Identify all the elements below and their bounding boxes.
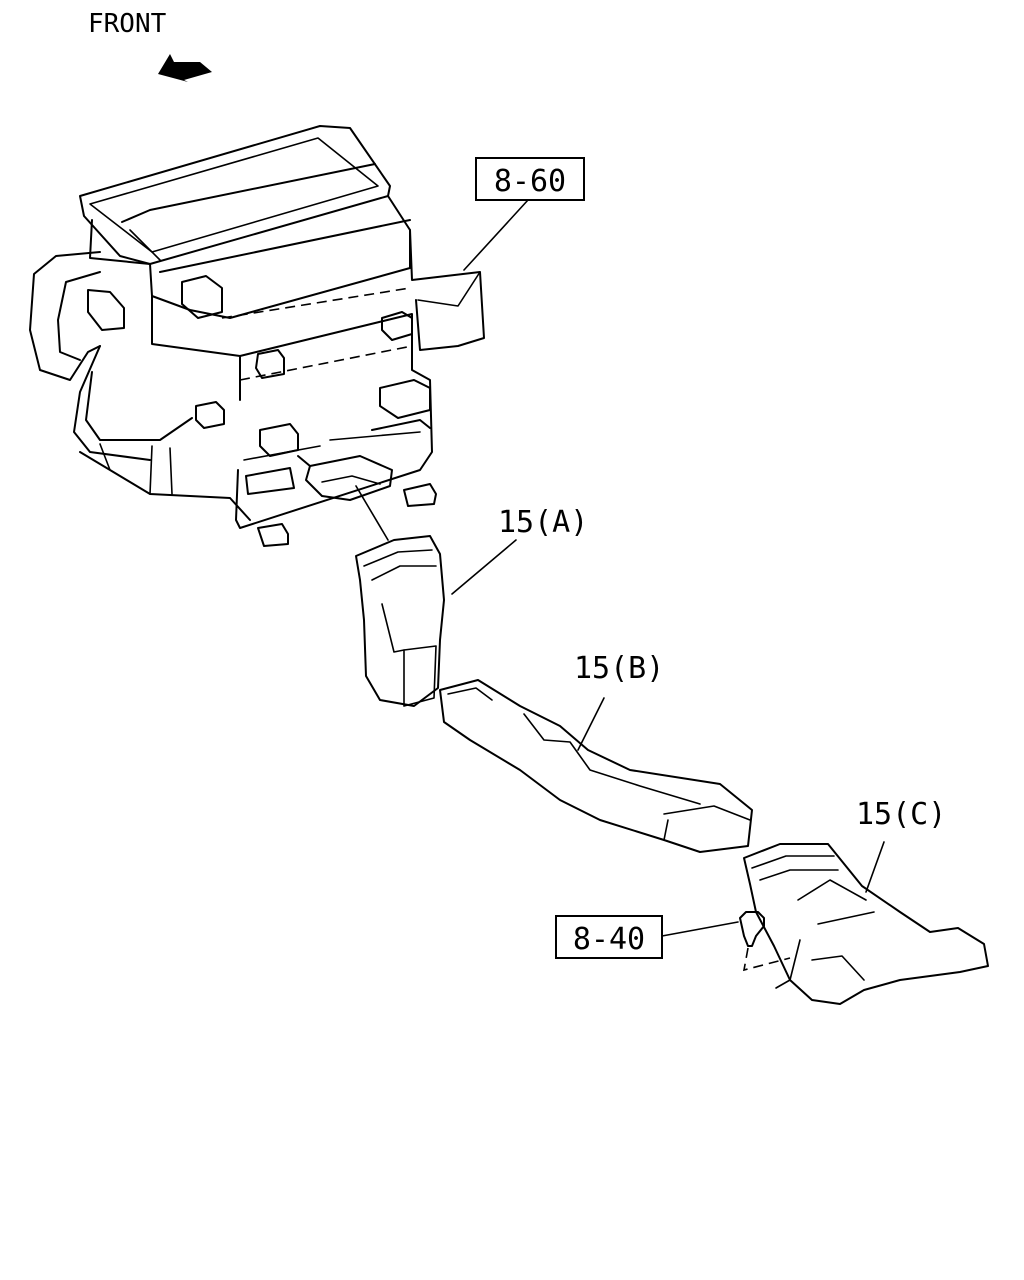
leader-8-60 [463, 199, 529, 271]
callout-8-60: 8-60 [463, 157, 585, 271]
part-label-15b: 15(B) [574, 651, 664, 686]
ref-box-8-40 [555, 915, 663, 959]
ref-box-8-60 [475, 157, 585, 201]
callout-15b: 15(B) [574, 651, 664, 751]
duct-15b [439, 679, 753, 853]
clip-fastener [739, 911, 791, 972]
part-label-15a: 15(A) [498, 505, 588, 540]
leader-15b [577, 697, 605, 751]
part-label-15c: 15(C) [856, 797, 946, 832]
callout-15a: 15(A) [451, 505, 588, 595]
duct-15a [355, 535, 445, 707]
fastener-guide-line [742, 947, 791, 972]
connector-line-15a [355, 485, 389, 541]
callout-15c: 15(C) [856, 797, 946, 893]
arrow-front-icon [158, 54, 212, 82]
ref-label-8-60: 8-60 [494, 164, 566, 199]
leader-15a [451, 539, 517, 595]
front-indicator: FRONT [88, 9, 212, 82]
leader-15c [865, 841, 885, 893]
duct-15c [743, 843, 989, 1005]
heater-unit-assembly [29, 125, 485, 547]
ref-label-8-40: 8-40 [573, 922, 645, 957]
leader-8-40 [661, 921, 739, 937]
callout-8-40: 8-40 [555, 915, 739, 959]
front-label: FRONT [88, 9, 167, 39]
